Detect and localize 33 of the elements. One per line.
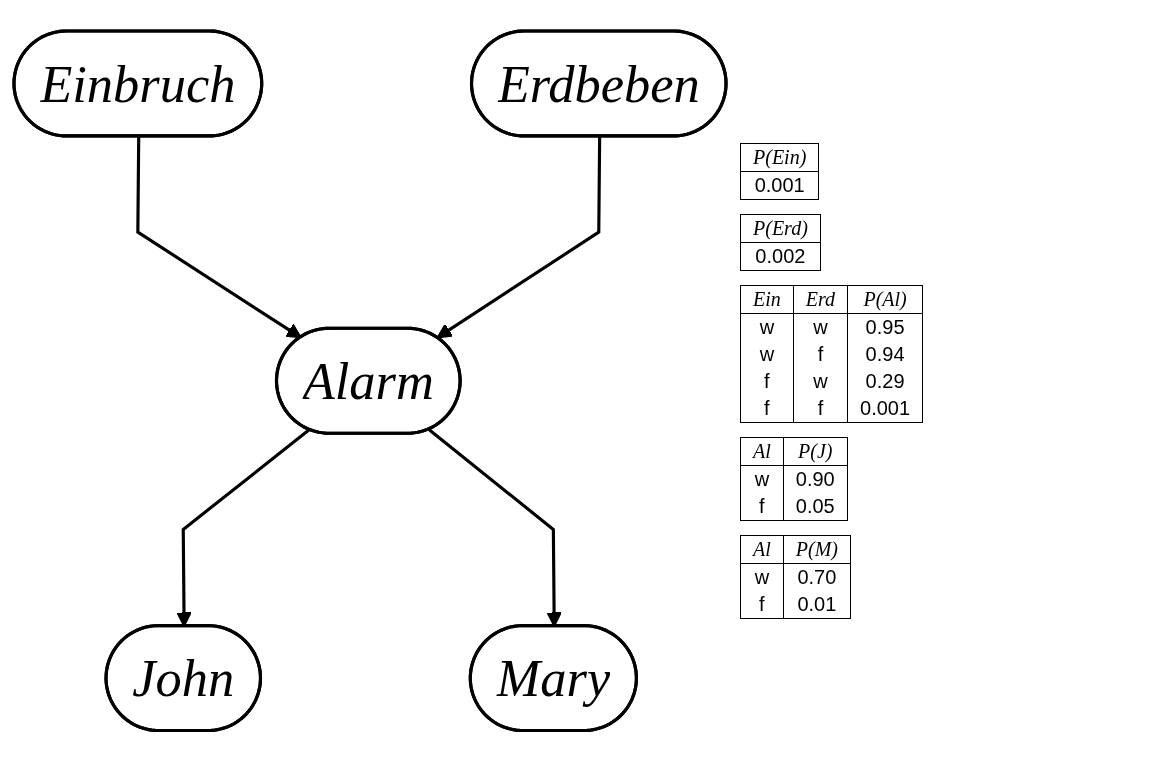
probability-value: 0.05 xyxy=(783,492,848,520)
probability-value: 0.001 xyxy=(847,394,923,422)
column-header: P(M) xyxy=(783,535,851,563)
column-header: Ein xyxy=(740,285,794,313)
column-header: P(Ein) xyxy=(740,143,819,171)
probability-value: f xyxy=(740,492,784,520)
probability-value: 0.90 xyxy=(783,465,848,493)
column-header: P(J) xyxy=(783,437,848,465)
arrow xyxy=(136,136,302,339)
probability-value: f xyxy=(793,394,848,422)
probability-value: 0.002 xyxy=(740,242,821,270)
probability-value: f xyxy=(740,367,794,395)
probability-value: f xyxy=(740,590,784,618)
probability-value: 0.01 xyxy=(783,590,851,618)
probability-value: w xyxy=(740,465,784,493)
probability-value: 0.94 xyxy=(847,340,923,368)
probability-value: 0.95 xyxy=(847,313,923,341)
probability-value: w xyxy=(793,367,848,395)
probability-value: w xyxy=(740,313,794,341)
column-header: P(Erd) xyxy=(740,214,821,242)
probability-value: 0.001 xyxy=(740,171,819,199)
arrow xyxy=(436,136,602,339)
probability-value: f xyxy=(740,394,794,422)
column-header: P(Al) xyxy=(847,285,923,313)
probability-value: f xyxy=(793,340,848,368)
column-header: Erd xyxy=(793,285,848,313)
column-header: Al xyxy=(740,437,784,465)
probability-value: 0.29 xyxy=(847,367,923,395)
probability-value: w xyxy=(740,563,784,591)
probability-value: w xyxy=(793,313,848,341)
probability-value: w xyxy=(740,340,794,368)
column-header: Al xyxy=(740,535,784,563)
probability-value: 0.70 xyxy=(783,563,851,591)
